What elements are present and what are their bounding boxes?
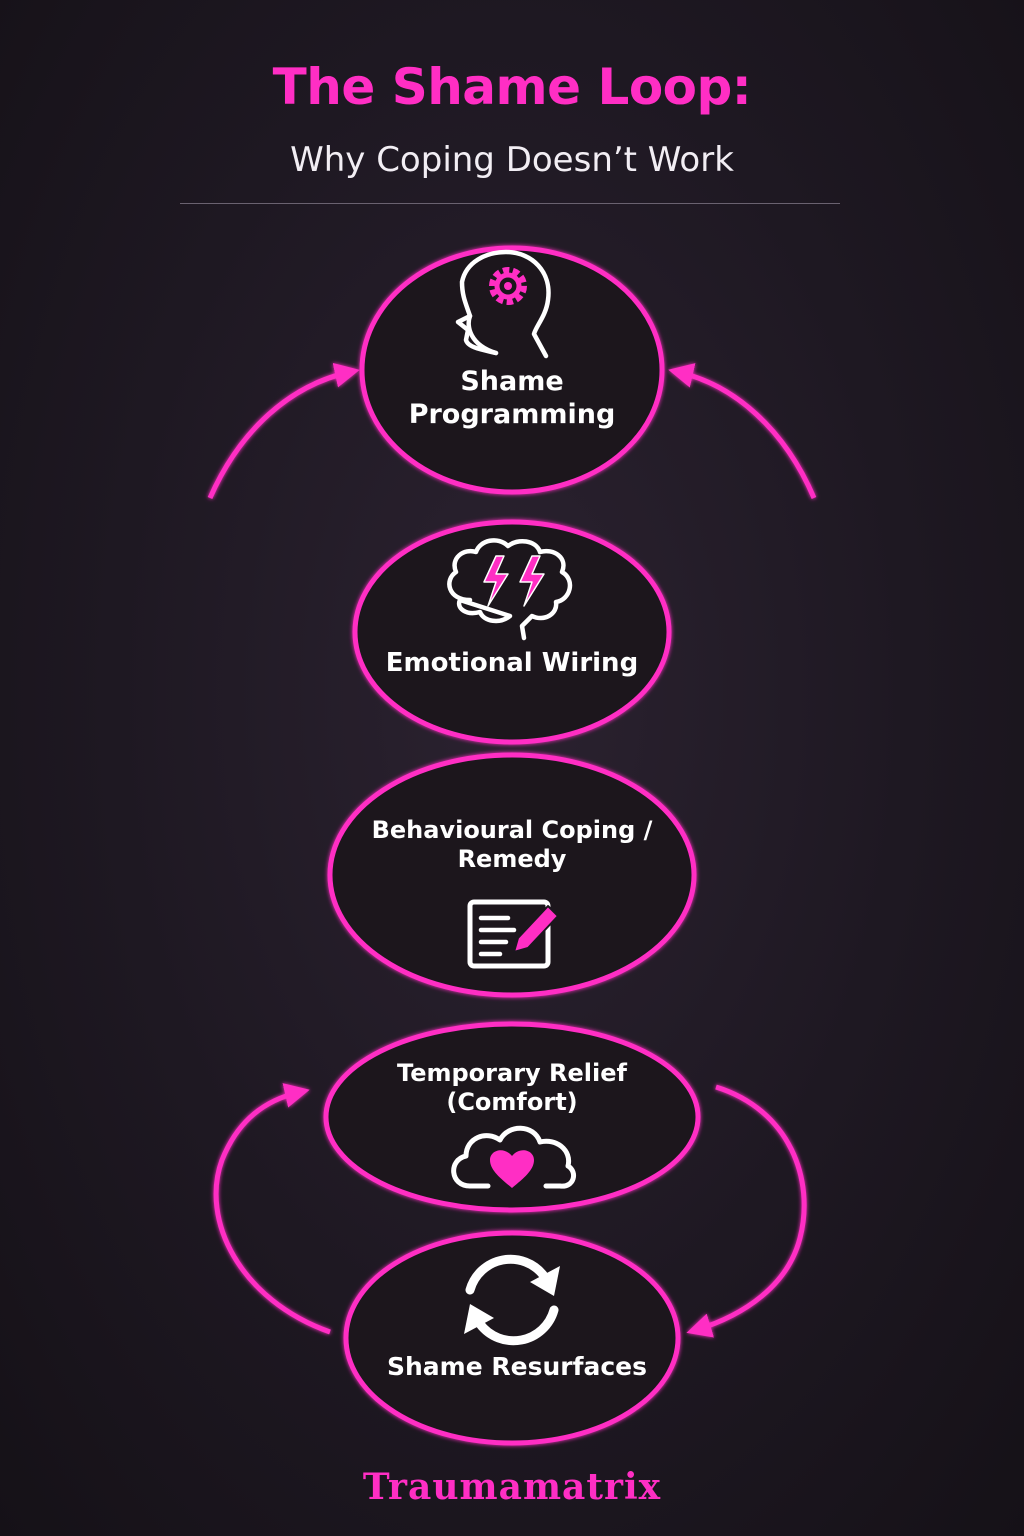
gear-icon [489, 267, 527, 305]
brain-lightning-icon [447, 538, 573, 641]
loop-arc-top-right [668, 363, 817, 499]
node-emotional-wiring-oval [352, 519, 672, 745]
loop-arc-top-left [207, 362, 360, 500]
node-behavioural-coping-label: Behavioural Coping / Remedy [371, 816, 653, 874]
refresh-cycle-icon [464, 1254, 560, 1346]
node-shame-resurfaces-label: Shame Resurfaces [387, 1352, 647, 1381]
notepad-pencil-icon [467, 899, 559, 969]
cloud-heart-icon [451, 1125, 577, 1189]
cycle-arc-left [213, 1083, 331, 1335]
title-divider [180, 203, 840, 204]
brand-logo-text: Traumamatrix [362, 1466, 662, 1508]
node-behavioural-coping-oval [327, 752, 697, 998]
node-temporary-relief-label: Temporary Relief (Comfort) [397, 1059, 627, 1117]
node-emotional-wiring-label: Emotional Wiring [385, 648, 639, 678]
head-gear-icon [455, 249, 551, 359]
node-shame-programming-label: Shame Programming [408, 366, 616, 430]
diagram-subtitle: Why Coping Doesn’t Work [290, 140, 734, 180]
cycle-arc-right [686, 1084, 807, 1338]
diagram-title: The Shame Loop: [272, 58, 752, 116]
